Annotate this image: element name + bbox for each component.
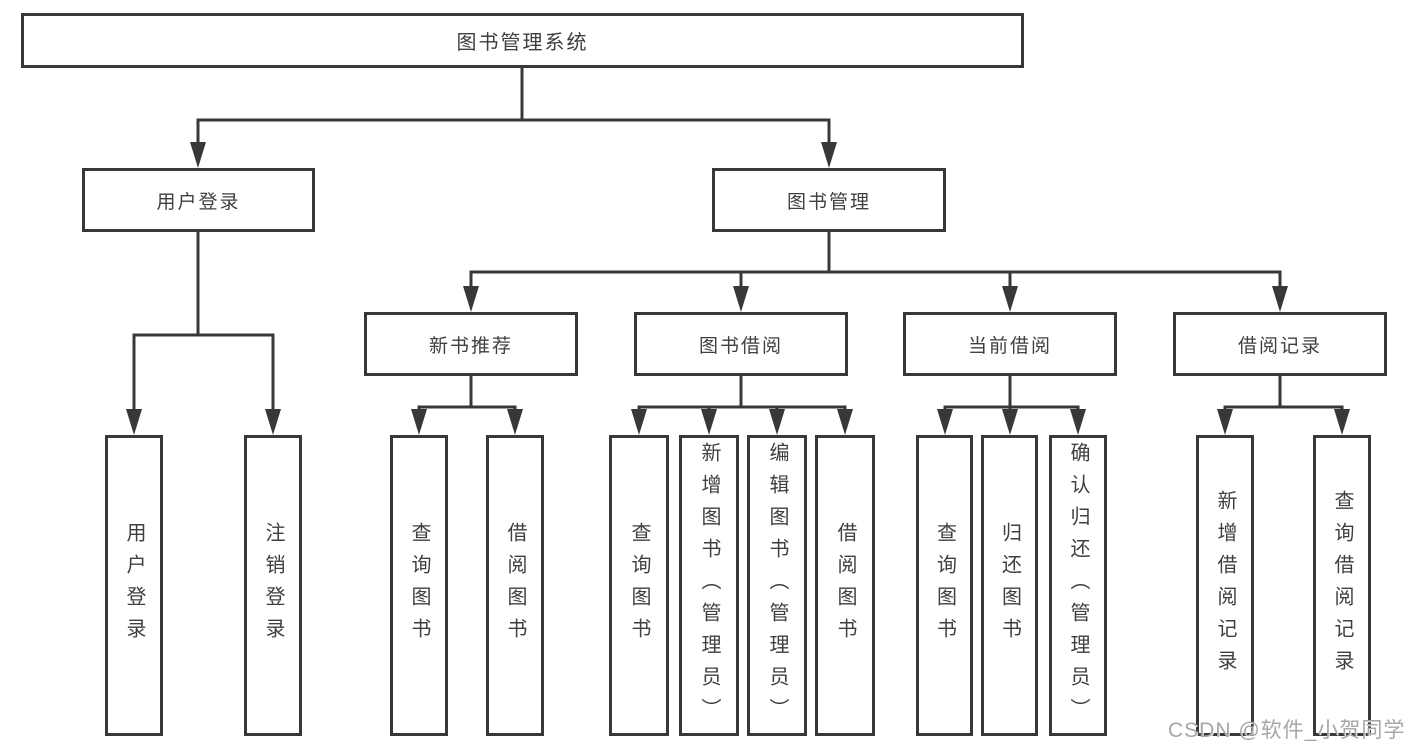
node-new-book-recommend: 新书推荐: [364, 312, 578, 376]
connector-borrow-records: [1217, 374, 1350, 435]
connector-current-borrow: [937, 374, 1086, 435]
connector-user-login: [126, 230, 281, 435]
connector-book-management: [463, 230, 1288, 312]
connector-new-book-recommend: [411, 374, 523, 435]
leaf-confirm-return-admin: 确认归还（管理员）: [1049, 435, 1107, 736]
leaf-logout: 注销登录: [244, 435, 302, 736]
leaf-query-books-current: 查询图书: [916, 435, 973, 736]
leaf-query-books-borrow: 查询图书: [609, 435, 669, 736]
node-book-borrow: 图书借阅: [634, 312, 848, 376]
node-book-management: 图书管理: [712, 168, 946, 232]
connector-root: [190, 66, 837, 168]
node-root: 图书管理系统: [21, 13, 1024, 68]
leaf-add-books-admin: 新增图书（管理员）: [679, 435, 739, 736]
connector-book-borrow: [631, 374, 853, 435]
csdn-watermark: CSDN @软件_小贺同学: [1168, 719, 1405, 742]
leaf-borrow-books-recommend: 借阅图书: [486, 435, 544, 736]
node-user-login: 用户登录: [82, 168, 315, 232]
leaf-return-books: 归还图书: [981, 435, 1038, 736]
leaf-query-borrow-record: 查询借阅记录: [1313, 435, 1371, 736]
node-borrow-records: 借阅记录: [1173, 312, 1387, 376]
leaf-edit-books-admin: 编辑图书（管理员）: [747, 435, 807, 736]
leaf-user-login: 用户登录: [105, 435, 163, 736]
leaf-add-borrow-record: 新增借阅记录: [1196, 435, 1254, 736]
node-current-borrow: 当前借阅: [903, 312, 1117, 376]
leaf-query-books-recommend: 查询图书: [390, 435, 448, 736]
leaf-borrow-books: 借阅图书: [815, 435, 875, 736]
